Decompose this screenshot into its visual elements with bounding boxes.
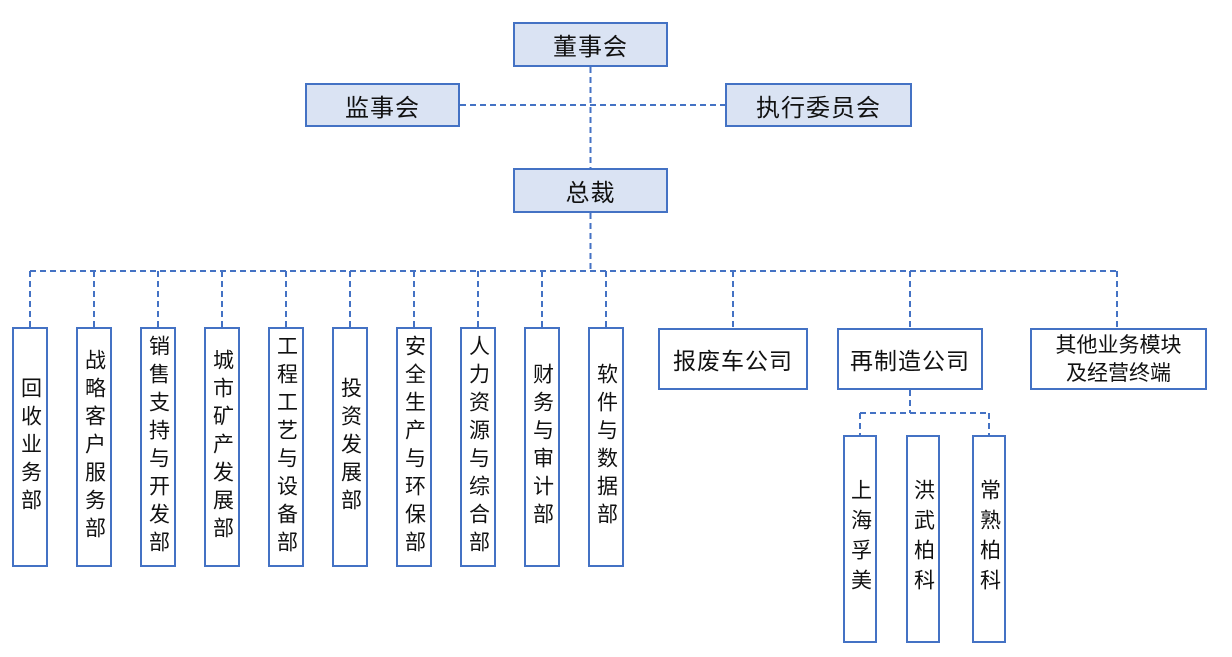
dept-label: 安全生产与环保部 bbox=[402, 335, 427, 559]
company-label-line2: 及经营终端 bbox=[1066, 361, 1171, 385]
box-dept-software-data: 软件与数据部 bbox=[588, 327, 624, 567]
box-dept-recycling-business: 回收业务部 bbox=[12, 327, 48, 567]
box-subsidiary-hongwu-baike: 洪武柏科 bbox=[906, 435, 940, 643]
box-board-of-directors: 董事会 bbox=[513, 22, 668, 67]
box-supervisory-board: 监事会 bbox=[305, 83, 460, 127]
dept-label: 城市矿产发展部 bbox=[210, 349, 235, 545]
box-subsidiary-shanghai-fumei: 上海孚美 bbox=[843, 435, 877, 643]
executive-committee-label: 执行委员会 bbox=[756, 93, 881, 122]
subsidiary-label: 洪武柏科 bbox=[911, 479, 936, 599]
dept-label: 工程工艺与设备部 bbox=[274, 335, 299, 559]
box-company-remanufacturing: 再制造公司 bbox=[837, 328, 983, 390]
box-dept-hr-general: 人力资源与综合部 bbox=[460, 327, 496, 567]
dept-label: 人力资源与综合部 bbox=[466, 335, 491, 559]
dept-label: 销售支持与开发部 bbox=[146, 335, 171, 559]
president-label: 总裁 bbox=[565, 179, 616, 207]
box-dept-sales-support-development: 销售支持与开发部 bbox=[140, 327, 176, 567]
box-dept-finance-audit: 财务与审计部 bbox=[524, 327, 560, 567]
box-president: 总裁 bbox=[513, 168, 668, 213]
company-label-line1: 其他业务模块 bbox=[1055, 332, 1182, 357]
box-dept-urban-mining-development: 城市矿产发展部 bbox=[204, 327, 240, 567]
dept-label: 回收业务部 bbox=[18, 377, 43, 517]
subsidiary-label: 上海孚美 bbox=[848, 479, 873, 599]
company-label: 报废车公司 bbox=[673, 349, 793, 375]
box-dept-safety-environment: 安全生产与环保部 bbox=[396, 327, 432, 567]
box-company-scrap-car: 报废车公司 bbox=[658, 328, 808, 390]
box-executive-committee: 执行委员会 bbox=[725, 83, 912, 127]
box-dept-strategic-customer-service: 战略客户服务部 bbox=[76, 327, 112, 567]
subsidiary-label: 常熟柏科 bbox=[977, 479, 1002, 599]
supervisory-board-label: 监事会 bbox=[345, 93, 420, 122]
company-label: 再制造公司 bbox=[850, 349, 970, 375]
box-subsidiary-changshu-baike: 常熟柏科 bbox=[972, 435, 1006, 643]
dept-label: 投资发展部 bbox=[338, 377, 363, 517]
dept-label: 财务与审计部 bbox=[530, 363, 555, 531]
dept-label: 软件与数据部 bbox=[594, 363, 619, 531]
box-dept-engineering-process-equipment: 工程工艺与设备部 bbox=[268, 327, 304, 567]
box-dept-investment-development: 投资发展部 bbox=[332, 327, 368, 567]
dept-label: 战略客户服务部 bbox=[82, 349, 107, 545]
board-of-directors-label: 董事会 bbox=[553, 33, 628, 61]
company-label: 其他业务模块 及经营终端 bbox=[1056, 331, 1182, 388]
box-other-business-modules: 其他业务模块 及经营终端 bbox=[1030, 328, 1207, 390]
